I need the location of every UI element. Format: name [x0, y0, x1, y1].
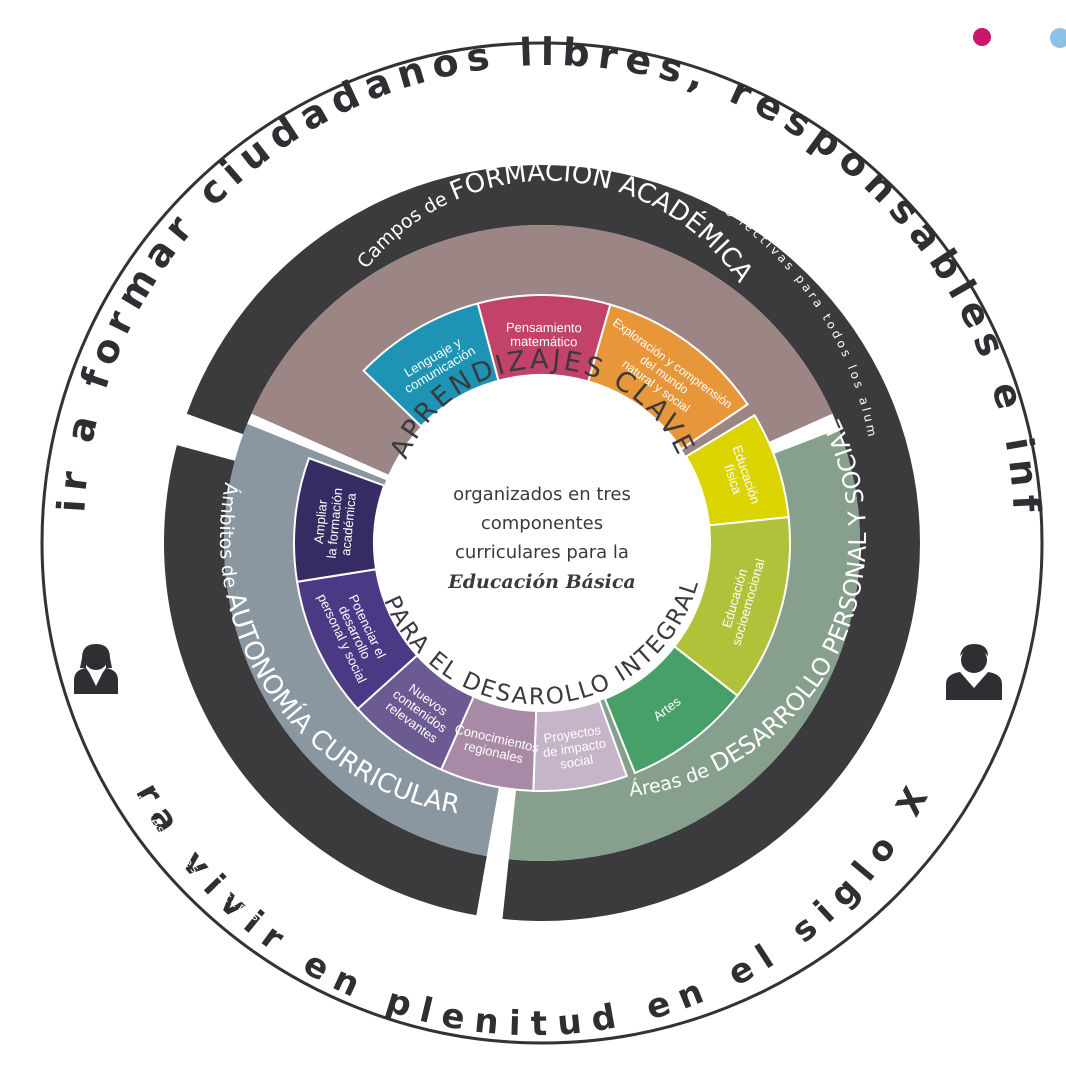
segment-label-line: social [559, 752, 594, 772]
segment-label-line: la formación [324, 487, 346, 559]
center-line-2: componentes [481, 513, 603, 534]
segment-label-line: académica [338, 492, 359, 557]
center-line-3: curriculares para la [455, 542, 629, 563]
center-disc [374, 375, 710, 711]
segment-label-line: Pensamiento [506, 320, 582, 336]
segment-ampliar [293, 456, 386, 583]
blue-dot [1050, 28, 1066, 48]
segments-ring [293, 294, 791, 792]
flexible-band [163, 445, 487, 916]
segment-label-ampliar: Ampliarla formaciónacadémica [310, 486, 360, 561]
segment-label-line: matemático [510, 334, 577, 350]
female-student-icon [74, 644, 118, 694]
male-student-icon [946, 644, 1002, 700]
pink-dot [973, 28, 991, 46]
center-line-4: Educación Básica [447, 571, 636, 593]
segment-label-line: Ampliar [311, 498, 330, 544]
center-line-1: organizados en tres [453, 484, 631, 505]
